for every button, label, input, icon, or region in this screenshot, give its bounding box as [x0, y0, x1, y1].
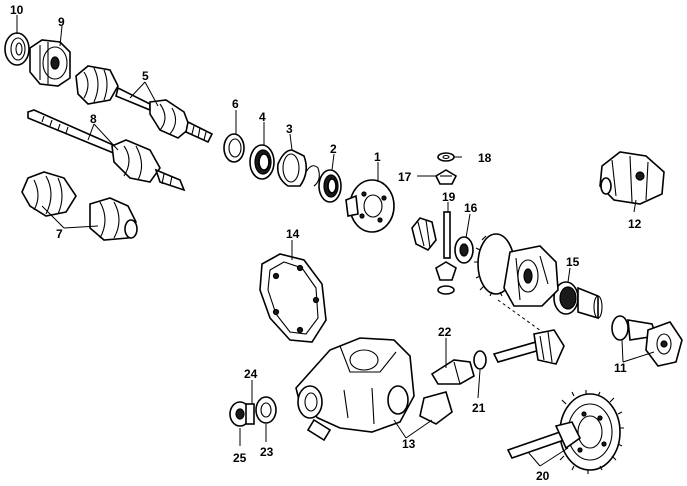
callout-5: 5	[142, 69, 149, 83]
callout-20: 20	[536, 469, 550, 483]
differential-case[interactable]	[474, 233, 559, 307]
callout-18: 18	[478, 151, 492, 165]
callout-15: 15	[566, 255, 580, 269]
part-5-axle-shaft[interactable]	[75, 65, 214, 144]
part-18-washer[interactable]	[437, 152, 455, 162]
callout-25: 25	[233, 451, 247, 465]
part-24-nut[interactable]	[245, 403, 255, 425]
callout-3: 3	[286, 122, 293, 136]
part-22-pinion-bearing[interactable]	[430, 359, 475, 385]
drive-pinion[interactable]	[492, 329, 565, 365]
part-13-housing[interactable]	[295, 337, 453, 442]
callout-2: 2	[330, 142, 337, 156]
part-3-spacer[interactable]	[276, 149, 308, 187]
part-6-seal[interactable]	[223, 133, 245, 163]
callout-16: 16	[464, 201, 478, 215]
callout-4: 4	[259, 110, 266, 124]
callout-12: 12	[628, 217, 642, 231]
callout-24: 24	[244, 367, 258, 381]
callout-23: 23	[260, 445, 274, 459]
callout-8: 8	[90, 112, 97, 126]
part-15-bearing[interactable]	[553, 281, 603, 320]
part-8-axle-shaft[interactable]	[27, 109, 186, 192]
part-20-ring-gear-set[interactable]	[506, 390, 624, 474]
part-4-bearing[interactable]	[249, 144, 275, 180]
callout-19: 19	[442, 190, 456, 204]
callout-22: 22	[438, 325, 452, 339]
part-17-pinion-gear[interactable]	[434, 169, 458, 185]
callout-9: 9	[58, 15, 65, 29]
callout-labels: 10 9 5 6 4 3 2 1 8 7 18 17 19 16 15 12 1…	[10, 3, 642, 483]
callout-17: 17	[398, 170, 412, 184]
part-2-bearing[interactable]	[318, 169, 342, 203]
part-14-cover[interactable]	[259, 253, 327, 343]
callout-1: 1	[374, 150, 381, 164]
leader-lines	[16, 15, 655, 467]
part-9-cv-housing[interactable]	[29, 39, 71, 87]
callout-11: 11	[614, 361, 627, 375]
callout-6: 6	[232, 97, 239, 111]
part-23-bearing[interactable]	[255, 396, 277, 424]
callout-7: 7	[56, 227, 63, 241]
callout-21: 21	[472, 401, 486, 415]
side-gear-left[interactable]	[411, 217, 437, 252]
snap-ring[interactable]	[305, 165, 320, 187]
part-12-carrier-assembly[interactable]	[599, 151, 665, 205]
callout-13: 13	[402, 437, 416, 451]
part-10-seal[interactable]	[4, 32, 30, 66]
callout-14: 14	[286, 227, 300, 241]
part-7-boot-kit[interactable]	[21, 171, 138, 241]
side-gear-lower[interactable]	[435, 261, 457, 295]
part-16-side-gear[interactable]	[454, 236, 474, 264]
callout-10: 10	[10, 3, 24, 17]
part-11-output-flange[interactable]	[611, 315, 683, 367]
part-21-shim[interactable]	[473, 350, 487, 370]
part-1-hub-flange[interactable]	[345, 179, 395, 233]
part-19-cross-shaft[interactable]	[443, 211, 451, 259]
guide-line	[497, 299, 549, 337]
